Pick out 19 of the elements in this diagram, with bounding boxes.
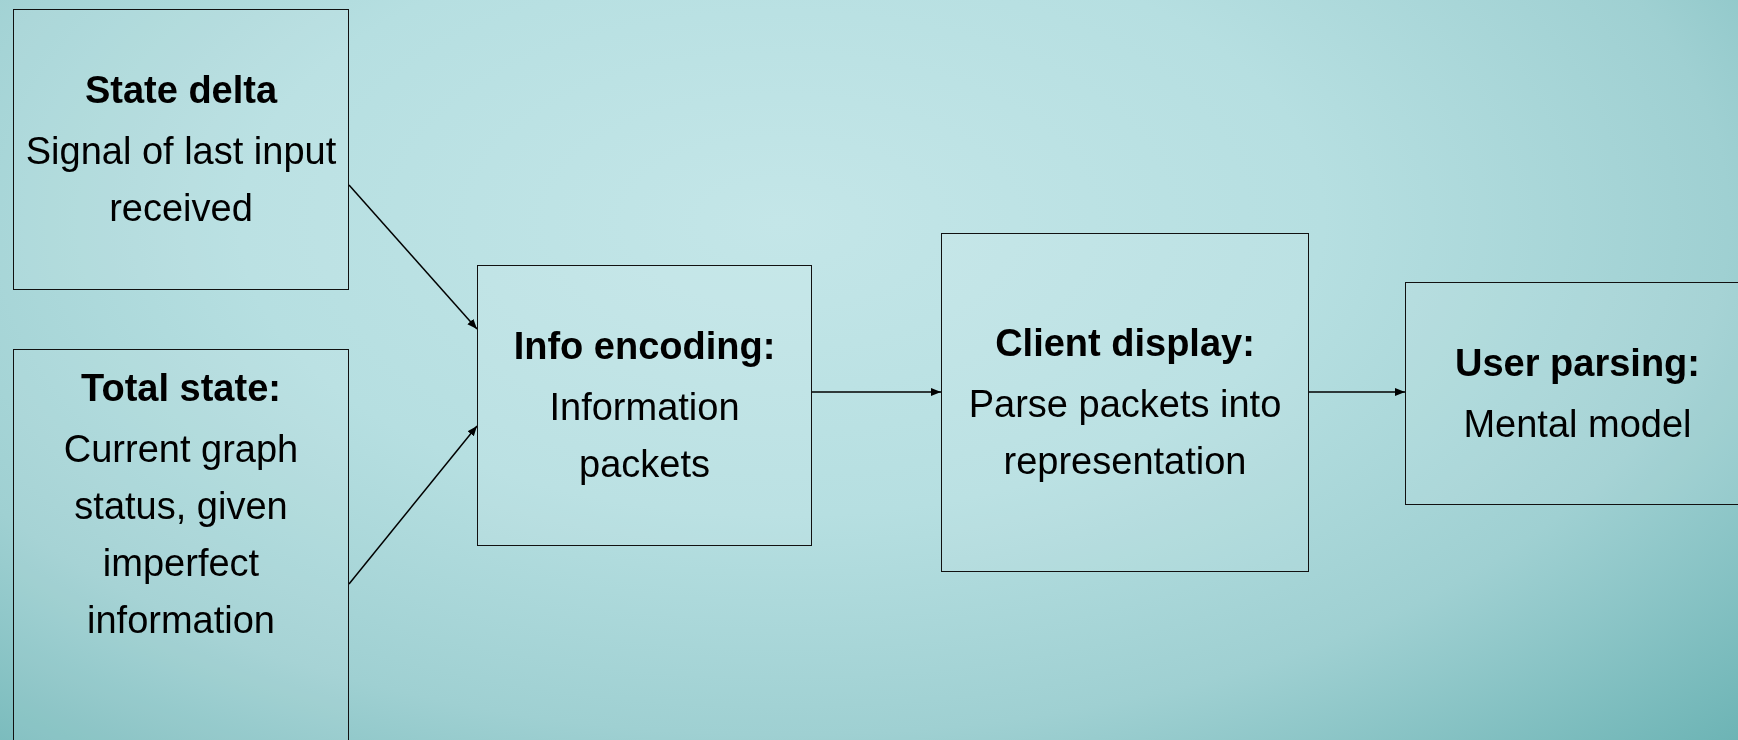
box-heading: State delta	[83, 68, 279, 113]
box-heading: Client display:	[994, 321, 1256, 366]
arrow	[811, 388, 942, 396]
box-text: Current graph status, given imperfect information	[62, 427, 300, 643]
box-text: Mental model	[1462, 401, 1693, 447]
box-heading: Total state:	[80, 366, 282, 411]
process-box	[1405, 282, 1738, 505]
box-text: Signal of last input received	[24, 129, 338, 231]
arrow	[1308, 388, 1406, 396]
box-text: Parse packets into representation	[967, 382, 1283, 484]
process-box	[13, 349, 349, 740]
box-heading: Info encoding:	[512, 324, 777, 369]
process-box	[477, 265, 812, 546]
box-text: Information packets	[548, 385, 741, 487]
process-box	[941, 233, 1309, 572]
box-heading: User parsing:	[1454, 340, 1701, 386]
arrow	[348, 184, 478, 330]
arrow	[348, 425, 478, 585]
process-box	[13, 9, 349, 290]
